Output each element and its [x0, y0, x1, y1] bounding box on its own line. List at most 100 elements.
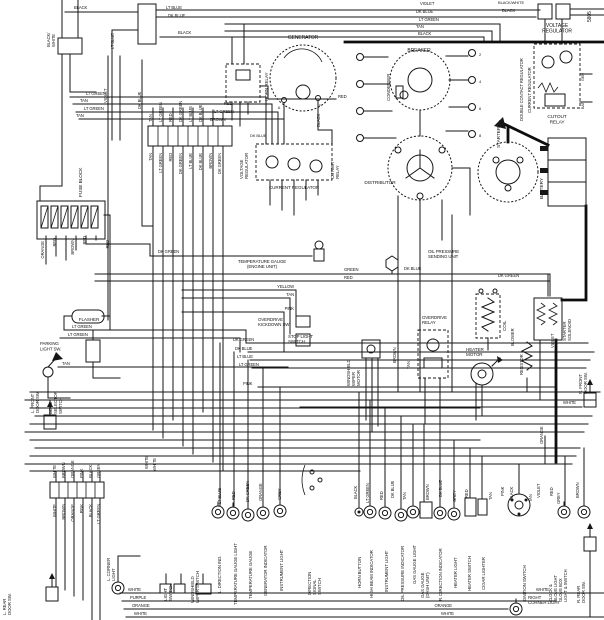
wire-pink-3: PINK [79, 468, 84, 478]
resistor-symbol [520, 341, 534, 371]
heater-motor-symbol [470, 356, 503, 386]
wire-red-3: RED [224, 101, 233, 106]
indicator-bulbs [111, 500, 591, 616]
wire-grey-3: GREY [556, 492, 561, 504]
spark-terminal-4: 4 [479, 79, 482, 84]
coil-label: COIL [502, 320, 507, 331]
stop-light-switch-symbol [295, 333, 311, 347]
instrument-light-label-2: INSTRUMENT LIGHT [384, 550, 389, 592]
wire-lt-blue-4: LT BLUE [188, 153, 193, 169]
starter-solenoid-label: STARTERSOLENOID [562, 319, 572, 341]
heater-switch-symbol [464, 497, 477, 517]
wire-white-3: WHITE [563, 400, 576, 405]
wire-brown-1: BROWN [208, 153, 213, 169]
breaker-symbol [389, 49, 451, 111]
wire-orange-1: ORANGE [40, 241, 45, 259]
wire-red-6: RED [82, 236, 87, 245]
oil-pressure-sender-symbol [385, 255, 399, 272]
wire-orange-4: ORANGE [132, 603, 150, 608]
r-direction-indicator-label: R. DIRECTION INDICATOR [438, 548, 443, 601]
wire-lt-blue-1: LT BLUE [166, 5, 182, 10]
distributor-symbol [387, 135, 453, 201]
wire-lt-blue-5: LT BLUE [237, 354, 253, 359]
beam-selector-symbol [42, 355, 59, 378]
wire-dk-green-1: DK GREEN [178, 101, 183, 122]
wire-red-2: RED [168, 153, 173, 162]
wire-white-6: WHITE [128, 587, 141, 592]
generator-terminal-a: A [278, 106, 281, 110]
wire-tan-5: TAN [148, 153, 153, 161]
wire-lt-green-1: LT GREEN [419, 17, 439, 22]
r-rear-door-sw-label: R. REARDOOR SW. [576, 581, 586, 603]
wire-white-7: WHITE [134, 611, 147, 616]
wire-orange-6: ORANGE [539, 426, 544, 444]
wire-lt-green-6: LT GREEN [214, 109, 234, 114]
current-regulator-top-label: CURRENT REGULATOR [527, 67, 532, 113]
wire-black-white-1: BLACK/WHITE [46, 32, 56, 47]
resistor-label: RESISTOR [519, 354, 524, 375]
wire-black-5: BLACK [316, 113, 321, 127]
horn-button-label: HORN BUTTON [357, 557, 362, 588]
temp-gauge-engine-label: TEMPERATURE GAUGE(ENGINE UNIT) [238, 259, 286, 269]
instrument-light-label-1: INSTRUMENT LIGHT [279, 549, 284, 591]
cigar-lighter-symbol [477, 498, 488, 516]
generator-indicator-label: GENERATOR INDICATOR [263, 546, 268, 596]
horn-relay-symbol [225, 63, 261, 103]
wire-white-2: WHITE [152, 458, 157, 471]
gen-terminal-label: GEN [581, 73, 585, 81]
gas-gauge-dash-symbol [419, 501, 433, 519]
spark-terminal-6: 6 [479, 106, 482, 111]
wire-lt-green-3: LT GREEN [84, 106, 104, 111]
wire-red-9: RED [231, 491, 236, 500]
wire-brown-6: BROWN [61, 504, 66, 520]
wire-dk-blue-5: DK BLUE [198, 153, 203, 171]
wire-red-4: RED [338, 94, 347, 99]
l-direction-ind-label: L. DIRECTION IND. [217, 556, 222, 593]
wire-white-4: WHITE [52, 465, 57, 478]
wire-dk-blue-4: DK BLUE [198, 104, 203, 122]
ignition-switch-label: IGNITION SWITCH [522, 565, 527, 602]
wire-dk-green-3: DK GREEN [217, 153, 222, 174]
wire-white-1: WHITE [144, 456, 149, 469]
wire-tan-4: TAN [148, 114, 153, 122]
wire-black-8: BLACK [353, 485, 358, 499]
wire-tan-6: TAN [62, 361, 70, 366]
wire-dk-blue-7: DK BLUE [404, 266, 422, 271]
heater-light-label: HEATER LIGHT [453, 557, 458, 588]
wire-lt-green-8: LT GREEN [68, 332, 88, 337]
r-rear-door-switch-symbol [583, 522, 597, 552]
wire-red-8: RED [344, 275, 353, 280]
wire-brown-3: BROWN [70, 239, 75, 255]
generator-symbol [269, 44, 337, 112]
sheet-code: 5805 [587, 11, 593, 22]
wire-dk-blue-6: DK BLUE [250, 133, 267, 138]
wire-dk-green-2: DK GREEN [178, 153, 183, 174]
wire-lt-green-2: LT GREEN [86, 91, 106, 96]
wire-black-7: BLACK [88, 504, 93, 518]
wire-lt-green-10: LT GREEN [96, 504, 101, 524]
overdrive-relay-symbol [417, 329, 449, 379]
temperature-gauge-label: TEMPERATURE GAUGE [248, 551, 253, 599]
light-switch-label: LIGHTSWITCH [163, 583, 173, 601]
wire-dk-blue-8: DK BLUE [235, 346, 253, 351]
wire-tan-10: TAN [488, 492, 493, 500]
wire-red-1: RED [168, 113, 173, 122]
oil-pressure-indicator-label: OIL PRESSURE INDICATOR [400, 546, 405, 601]
wire-orange-7: ORANGE [258, 483, 263, 501]
wire-dk-green-7: DK GREEN [245, 481, 250, 502]
heater-switch-label: HEATER SWITCH [467, 556, 472, 591]
wire-tan-11: TAN [528, 494, 533, 502]
wire-green-1: GREEN [344, 267, 358, 272]
r-front-door-sw-label: R. FRONTDOOR SW. [578, 372, 588, 394]
wire-red-5: RED [52, 238, 57, 247]
wire-lt-green-5: LT GREEN [158, 153, 163, 173]
condenser-label: CONDENSER [386, 74, 391, 101]
windshield-wiper-switch-label: WINDSHIELDWIPER SWITCH [190, 571, 200, 603]
wire-black-white-2: BLACK/WHITE [498, 0, 524, 5]
parking-light-switch-symbol [85, 339, 101, 363]
horn-relay-label: HORN RELAY [264, 72, 269, 101]
